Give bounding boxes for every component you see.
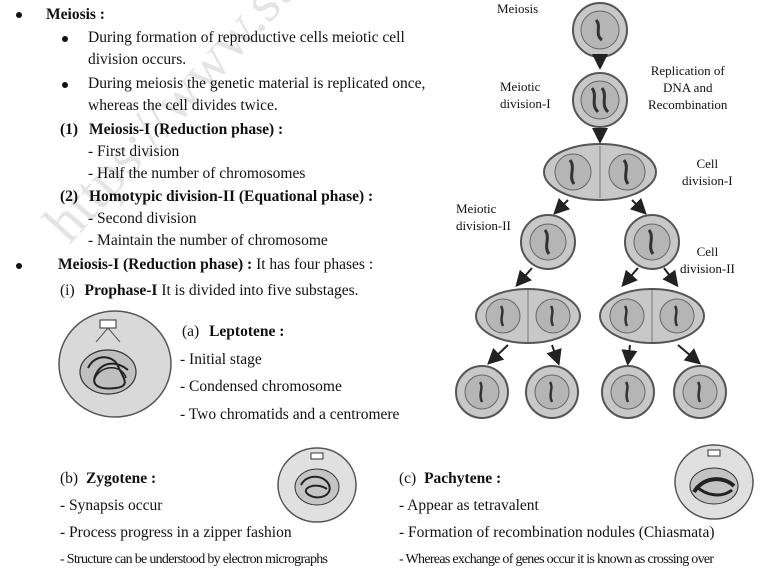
label-meiotic-division-2: Meiotic division-II [456,200,511,234]
meiosis-1-title: Meiosis-I (Reduction phase) : [89,121,284,138]
phases-rest: It has four phases : [256,256,374,273]
prophase-line: (i) Prophase-I It is divided into five s… [60,282,358,300]
label-meiosis: Meiosis [497,1,539,16]
zygotene-cell-figure [277,447,357,523]
meiosis-2-item: - Maintain the number of chromosome [88,232,328,249]
bullet-dot [62,82,68,88]
pachytene-item: - Formation of recombination nodules (Ch… [399,524,715,541]
zygotene-item: - Structure can be understood by electro… [60,552,328,567]
bullet-2-line-1: During meiosis the genetic material is r… [88,75,426,92]
bullet-dot [16,12,22,18]
leptotene-item: - Two chromatids and a centromere [180,406,400,423]
pachytene-item: - Whereas exchange of genes occur it is … [399,552,714,567]
phases-line: Meiosis-I (Reduction phase) : It has fou… [58,256,373,274]
leptotene-item: - Condensed chromosome [180,378,342,395]
bullet-dot [16,263,22,269]
pachytene-title-line: (c) Pachytene : [399,470,501,488]
zygotene-item: - Synapsis occur [60,497,163,514]
prophase-number: (i) [60,282,75,299]
meiosis-diagram [455,2,727,419]
bullet-2-line-2: whereas the cell divides twice. [88,97,278,114]
leptotene-cell-figure [58,310,172,418]
label-line: division-II [680,261,735,276]
zygotene-item: - Process progress in a zipper fashion [60,524,292,541]
prophase-rest: It is divided into five substages. [161,282,359,299]
meiosis-2-item: - Second division [88,210,197,227]
meiosis-1-item: - First division [88,143,180,160]
label-line: Cell [696,156,719,171]
zygotene-title: Zygotene : [85,470,157,487]
label-line: Cell [696,244,719,259]
heading-meiosis: Meiosis : [46,6,105,23]
leptotene-number: (a) [182,323,200,340]
bullet-1-line-2: division occurs. [88,51,187,68]
zygotene-title-line: (b) Zygotene : [60,470,156,488]
label-cell-division-2: Cell division-II [680,243,735,277]
phases-bold: Meiosis-I (Reduction phase) : [58,256,253,273]
bullet-1-line-1: During formation of reproductive cells m… [88,29,405,46]
leptotene-title-line: (a) Leptotene : [182,323,284,341]
label-line: DNA and [662,80,713,95]
pachytene-title: Pachytene : [424,470,502,487]
label-meiotic-division-1: Meiotic division-I [500,78,551,112]
label-line: Meiotic [456,201,497,216]
label-line: Recombination [648,97,728,112]
leptotene-item: - Initial stage [180,351,262,368]
label-line: division-I [682,173,733,188]
label-line: division-II [456,218,511,233]
label-cell-division-1: Cell division-I [682,155,733,189]
label-replication: Replication of DNA and Recombination [648,62,727,113]
meiosis-1-number: (1) [60,121,79,138]
prophase-bold: Prophase-I [84,282,158,299]
leptotene-title: Leptotene : [209,323,285,340]
pachytene-item: - Appear as tetravalent [399,497,539,514]
label-line: Replication of [650,63,725,78]
meiosis-1-item: - Half the number of chromosomes [88,165,306,182]
pachytene-number: (c) [399,470,417,487]
meiosis-2-title: Homotypic division-II (Equational phase)… [89,188,374,205]
bullet-dot [62,36,68,42]
label-line: Meiotic [500,79,541,94]
pachytene-cell-figure [674,444,754,520]
label-line: division-I [500,96,551,111]
meiosis-2-number: (2) [60,188,79,205]
zygotene-number: (b) [60,470,79,487]
